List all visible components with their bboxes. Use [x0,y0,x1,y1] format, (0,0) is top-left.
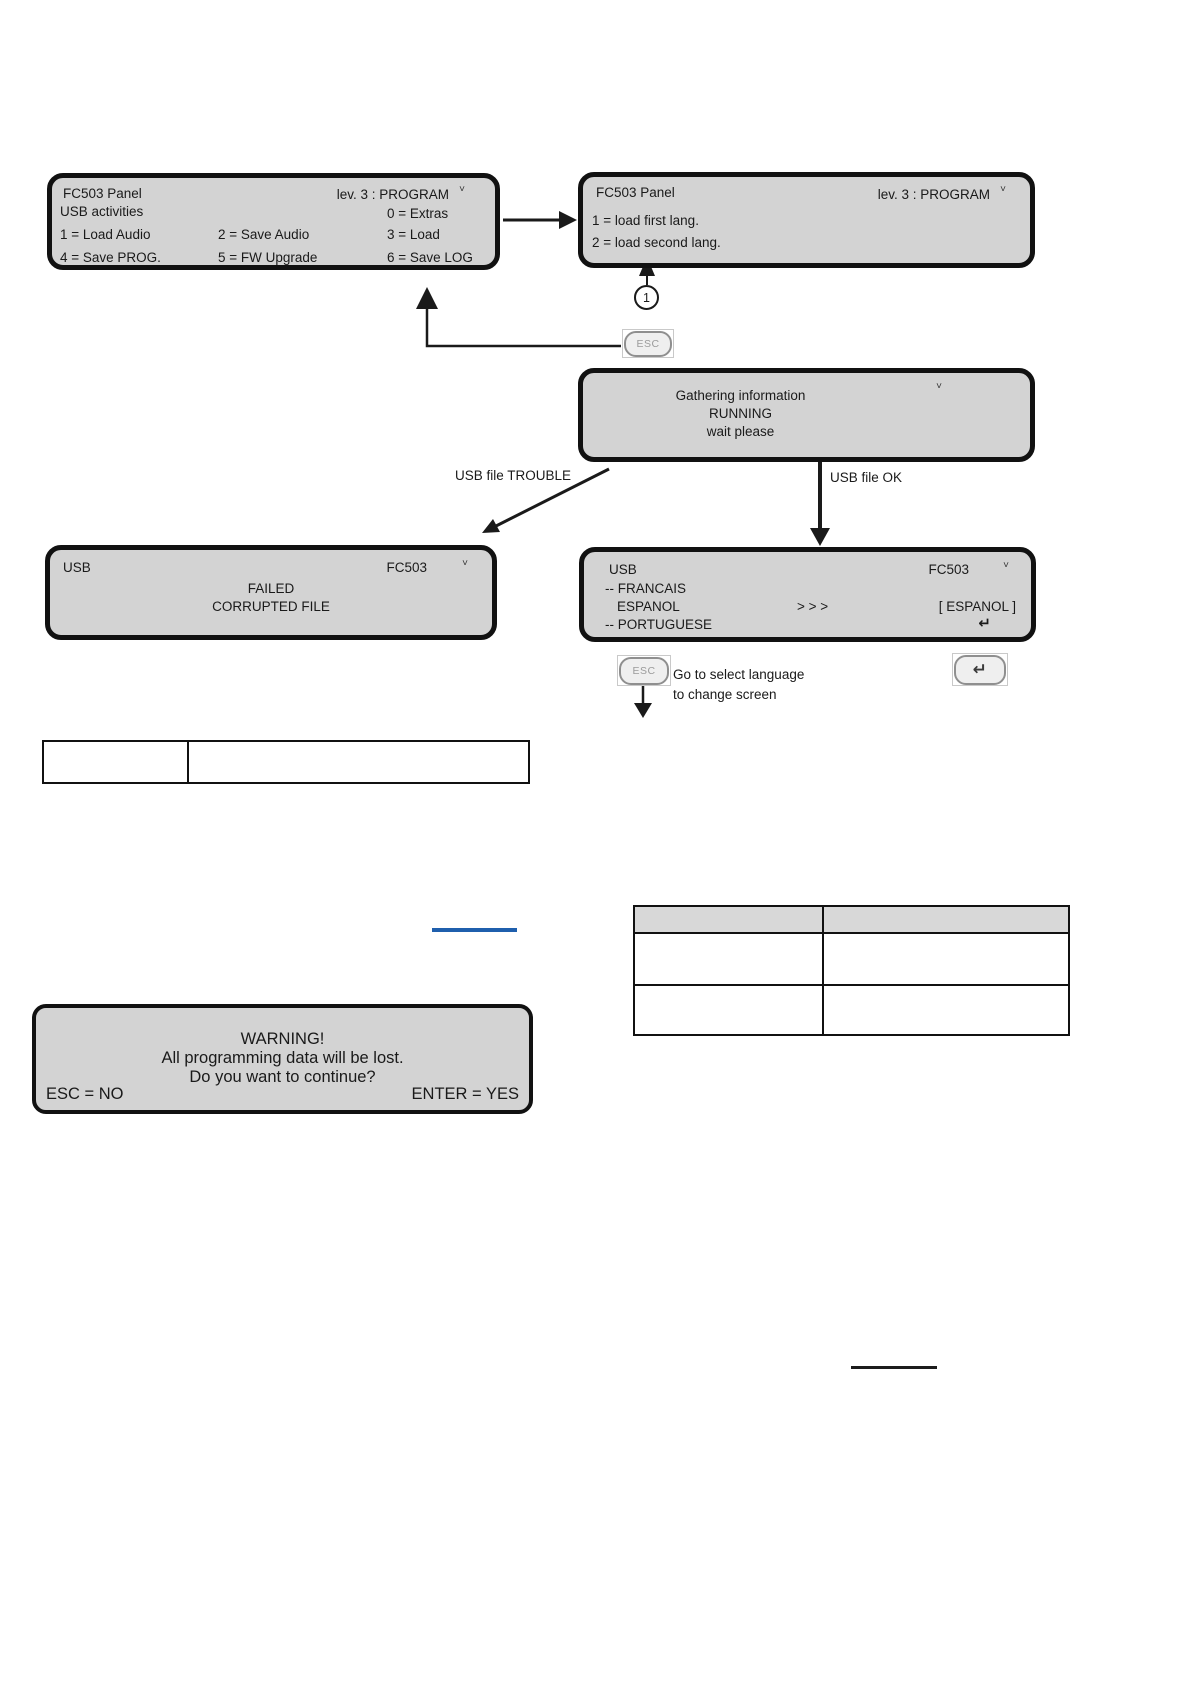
callout-1: 1 [634,285,659,310]
language-francais: -- FRANCAIS [605,581,686,596]
failed-line-1: FAILED [247,581,295,596]
esc-hint-line-2: to change screen [673,687,777,702]
menu-item-load-second-lang: 2 = load second lang. [592,235,721,250]
screen-title: USB [63,560,91,575]
selected-language: [ ESPANOL ] [938,599,1016,614]
hyperlink-underline[interactable] [432,928,517,932]
warning-esc-no: ESC = NO [46,1085,124,1103]
language-portuguese: -- PORTUGUESE [605,617,713,632]
warning-line-3: Do you want to continue? [189,1068,376,1086]
table-header-row [635,907,1068,932]
note-table-left [42,740,530,784]
esc-hint-text: Go to select language to change screen [673,665,804,705]
selection-cursor: > > > [797,599,829,614]
gathering-line-3: wait please [706,424,775,439]
table-column-divider [822,907,824,1034]
screen-title: FC503 Panel [63,186,142,201]
esc-key-label: ESC [632,664,656,677]
menu-item-load-audio: 1 = Load Audio [60,227,151,242]
lcd-screen-usb-failed: USB FC503 ˅ FAILED CORRUPTED FILE [45,545,497,640]
corner-glyph-icon: ˅ [459,184,465,195]
model-label: FC503 [928,562,969,577]
table-row-divider [635,932,1068,934]
model-label: FC503 [386,560,427,575]
menu-item-extras: 0 = Extras [387,206,449,221]
lcd-screen-warning: WARNING! All programming data will be lo… [32,1004,533,1114]
screen-title: USB [609,562,637,577]
menu-item-save-prog: 4 = Save PROG. [60,250,161,265]
callout-number: 1 [643,290,650,305]
menu-item-load: 3 = Load [387,227,440,242]
access-level: lev. 3 : PROGRAM [877,187,990,202]
label-usb-file-trouble: USB file TROUBLE [455,468,572,483]
esc-key-label: ESC [636,337,660,350]
corner-glyph-icon: ˅ [462,558,468,569]
menu-item-save-log: 6 = Save LOG [387,250,473,265]
return-arrow-icon: ↵ [978,615,991,632]
esc-hint-line-1: Go to select language [673,667,805,682]
corner-glyph-icon: ˅ [1000,184,1006,195]
gathering-line-1: Gathering information [675,388,806,403]
enter-key-icon: ↵ [952,653,1008,686]
esc-key-icon: ESC [622,329,674,358]
esc-key-icon: ESC [617,655,671,686]
menu-item-load-first-lang: 1 = load first lang. [592,213,699,228]
screen-subtitle: USB activities [60,204,144,219]
screen-title: FC503 Panel [596,185,675,200]
lcd-screen-gathering: ˅ Gathering information RUNNING wait ple… [578,368,1035,462]
enter-key-glyph: ↵ [972,659,988,679]
lcd-screen-usb-language: USB FC503 ˅ -- FRANCAIS ESPANOL > > > [ … [579,547,1036,642]
note-table-right [633,905,1070,1036]
lcd-screen-usb-activities: FC503 Panel lev. 3 : PROGRAM ˅ USB activ… [47,173,500,270]
menu-item-fw-upgrade: 5 = FW Upgrade [218,250,318,265]
corner-glyph-icon: ˅ [1003,560,1009,571]
text-underline [851,1366,937,1369]
warning-title: WARNING! [240,1030,325,1048]
menu-item-save-audio: 2 = Save Audio [218,227,310,242]
label-usb-file-ok: USB file OK [830,470,903,485]
gathering-line-2: RUNNING [709,406,772,421]
access-level: lev. 3 : PROGRAM [336,187,449,202]
failed-line-2: CORRUPTED FILE [212,599,330,614]
table-row-divider [635,984,1068,986]
lcd-screen-load-language: FC503 Panel lev. 3 : PROGRAM ˅ 1 = load … [578,172,1035,268]
language-espanol: ESPANOL [617,599,680,614]
warning-enter-yes: ENTER = YES [411,1085,519,1103]
corner-glyph-icon: ˅ [936,381,942,392]
table-column-divider [187,742,189,782]
warning-line-2: All programming data will be lost. [161,1049,404,1067]
